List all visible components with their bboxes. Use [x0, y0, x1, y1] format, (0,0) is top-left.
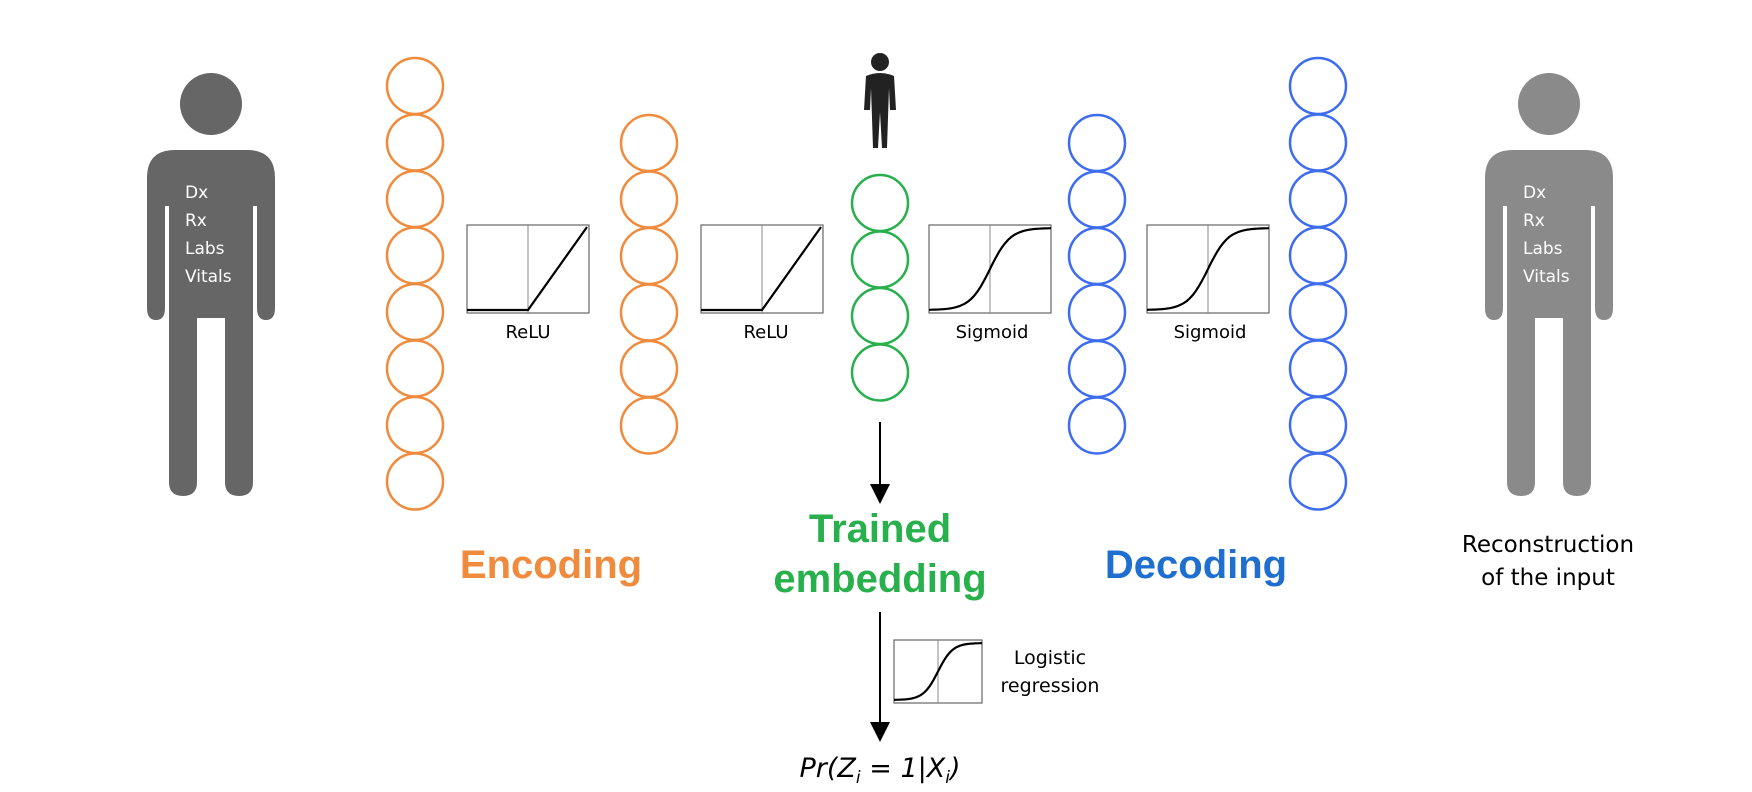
activation-label: Sigmoid — [956, 322, 1029, 343]
output-feature-rx: Rx — [1523, 211, 1545, 231]
input-feature-vitals: Vitals — [185, 267, 232, 287]
embedding-label-line2: embedding — [773, 557, 986, 601]
neuron-node — [619, 170, 679, 229]
output-feature-vitals: Vitals — [1523, 267, 1570, 287]
neuron-node — [1288, 56, 1348, 116]
output-feature-labs: Labs — [1523, 239, 1563, 259]
patient-icon — [864, 53, 896, 148]
embedding-label-line1: Trained — [809, 507, 951, 551]
neuron-node — [385, 282, 445, 342]
neuron-node — [1067, 113, 1127, 173]
neuron-node — [1067, 283, 1127, 342]
activation-enc1: ReLU — [466, 224, 590, 343]
activation-label: ReLU — [505, 322, 550, 343]
neuron-node — [1067, 226, 1127, 286]
input-person-figure: Dx Rx Labs Vitals — [147, 73, 275, 496]
encoder-input-layer — [385, 56, 445, 511]
input-feature-labs: Labs — [185, 239, 225, 259]
neuron-node — [619, 226, 679, 286]
neuron-node — [1288, 282, 1348, 342]
person-silhouette-icon — [147, 73, 275, 496]
neuron-node — [1288, 395, 1348, 455]
neuron-node — [619, 283, 679, 342]
neuron-node — [619, 113, 679, 173]
neuron-node — [1067, 396, 1127, 455]
logistic-regression: Logistic regression — [893, 639, 1100, 704]
neuron-node — [1067, 170, 1127, 229]
activation-dec1: Sigmoid — [928, 224, 1052, 343]
output-feature-dx: Dx — [1523, 183, 1546, 203]
decoder-output-layer — [1288, 56, 1348, 511]
activation-curve — [928, 227, 1052, 311]
neuron-node — [1288, 452, 1348, 511]
activation-enc2: ReLU — [700, 224, 824, 343]
neuron-node — [385, 226, 445, 285]
neuron-node — [850, 230, 910, 289]
activation-dec2: Sigmoid — [1146, 224, 1270, 343]
neuron-node — [385, 113, 445, 172]
neuron-node — [850, 286, 910, 346]
input-feature-dx: Dx — [185, 183, 208, 203]
reconstruction-caption-line2: of the input — [1481, 565, 1615, 591]
reconstruction-caption-line1: Reconstruction — [1462, 532, 1634, 558]
decoding-label: Decoding — [1105, 543, 1287, 587]
neuron-node — [385, 169, 445, 229]
activation-curve — [893, 642, 983, 701]
encoding-label: Encoding — [460, 543, 642, 587]
neuron-node — [850, 343, 910, 402]
neuron-node — [1288, 169, 1348, 229]
encoder-hidden-layer — [619, 113, 679, 455]
neuron-node — [1288, 113, 1348, 172]
decoder-hidden-layer — [1067, 113, 1127, 455]
neuron-node — [385, 395, 445, 455]
logistic-label-line1: Logistic — [1014, 647, 1086, 669]
logistic-label-line2: regression — [1001, 675, 1100, 697]
output-probability-formula: Pr(Zi = 1|Xi) — [800, 753, 961, 788]
embedding-layer — [850, 173, 910, 402]
activation-label: Sigmoid — [1174, 322, 1247, 343]
person-silhouette-icon — [1485, 73, 1613, 496]
activation-label: ReLU — [743, 322, 788, 343]
neuron-node — [385, 452, 445, 511]
activation-curve — [701, 226, 822, 312]
neuron-node — [1288, 339, 1348, 398]
input-feature-rx: Rx — [185, 211, 207, 231]
activation-curve — [467, 226, 588, 312]
neuron-node — [1067, 339, 1127, 399]
neuron-node — [385, 56, 445, 116]
neuron-node — [385, 339, 445, 398]
activation-curve — [1146, 227, 1270, 311]
neuron-node — [1288, 226, 1348, 285]
output-person-figure: Dx Rx Labs Vitals Reconstruction of the … — [1462, 73, 1634, 591]
neuron-node — [850, 173, 910, 233]
neuron-node — [619, 339, 679, 399]
neuron-node — [619, 396, 679, 455]
